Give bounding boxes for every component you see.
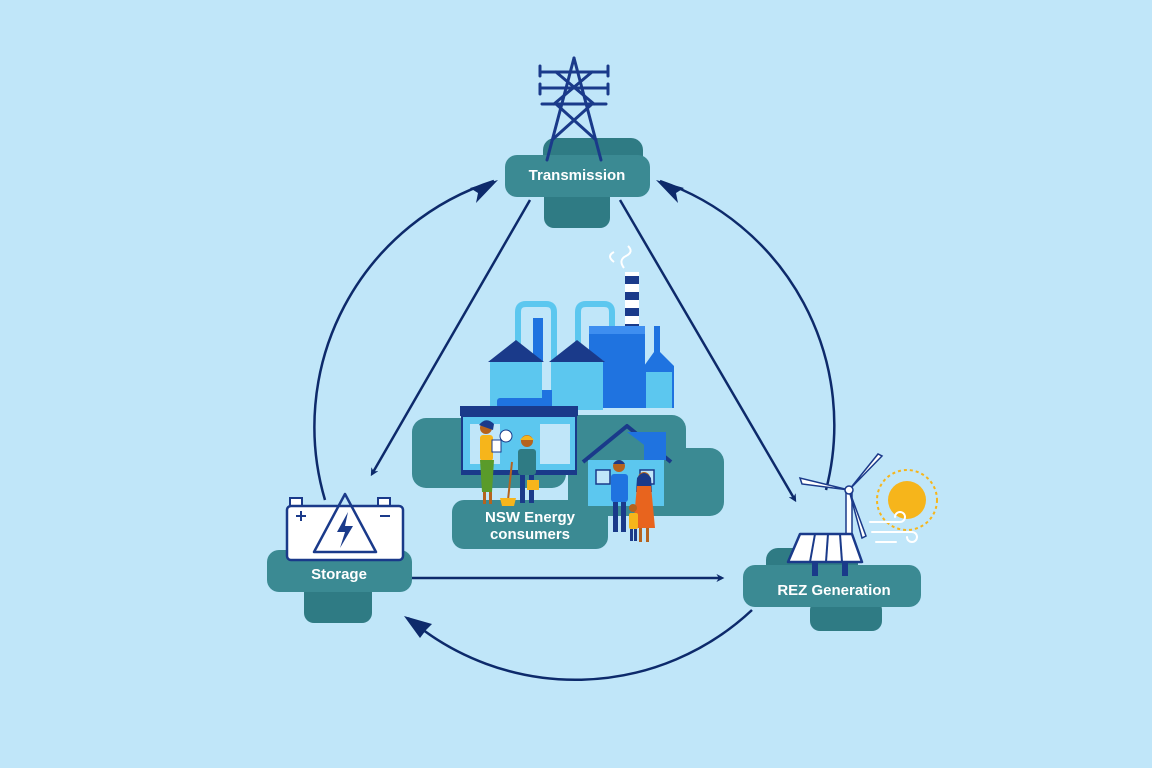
solar-panel-icon <box>786 532 864 576</box>
arrow-transmission-to-storage <box>370 199 532 477</box>
transmission-tower-icon <box>538 56 610 162</box>
consumers-node <box>412 245 724 549</box>
arc-storage-to-transmission <box>313 179 495 501</box>
wind-turbine-icon <box>798 453 884 561</box>
transmission-label: Transmission <box>528 167 626 184</box>
arrowhead-storage-bottom <box>404 616 432 638</box>
consumers-label-box <box>452 500 608 549</box>
consumers-label: NSW Energy consumers <box>458 509 602 543</box>
solar-wind-icon <box>786 453 938 576</box>
arc-rez-to-transmission <box>659 179 836 491</box>
storage-node <box>267 492 412 623</box>
arrow-transmission-to-rez <box>618 199 797 503</box>
sun-icon <box>876 469 938 531</box>
family-icon <box>611 460 655 542</box>
arc-rez-to-storage <box>407 609 753 682</box>
shop-people-icon <box>479 420 539 506</box>
factory-icon <box>488 245 674 410</box>
transmission-node <box>505 56 650 228</box>
arrowhead-transmission-left <box>470 180 498 203</box>
rez-label-box <box>743 565 921 607</box>
outer-cycle-arrows <box>313 179 836 682</box>
inner-arrows <box>370 199 797 582</box>
rez-generation-node <box>743 453 938 631</box>
battery-icon <box>285 492 405 562</box>
storage-label: Storage <box>311 566 367 583</box>
wind-icon <box>869 511 918 543</box>
transmission-label-box <box>505 155 650 197</box>
consumers-label-line2: consumers <box>489 526 571 543</box>
arrowhead-transmission-right <box>656 180 684 203</box>
consumers-label-line1: NSW Energy <box>484 509 575 526</box>
rez-generation-label: REZ Generation <box>777 582 891 599</box>
